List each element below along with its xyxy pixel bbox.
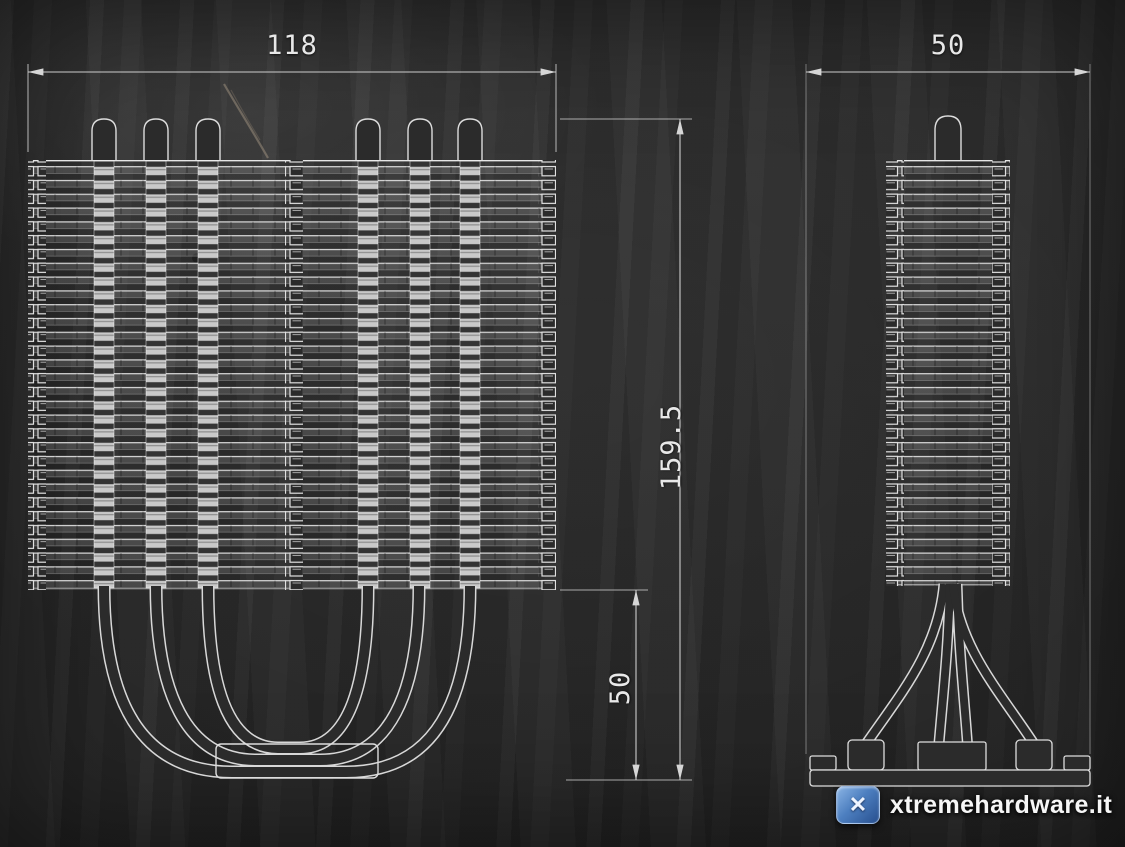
side-fin-edge-right	[992, 160, 1010, 586]
front-heatpipes-fill	[99, 585, 475, 777]
watermark-site-text: xtremehardware.it	[890, 790, 1113, 819]
front-fin-edge-left	[28, 160, 46, 590]
front-view	[28, 118, 556, 779]
side-fin-edge-left	[886, 160, 904, 586]
front-base-block	[215, 743, 379, 779]
watermark: ✕ xtremehardware.it	[836, 786, 1112, 824]
dimension-label-base-height: 50	[605, 670, 636, 706]
front-heatpipe-caps	[91, 118, 483, 161]
dimension-label-overall-height: 159.5	[656, 403, 687, 491]
side-view	[809, 115, 1091, 787]
side-mounting-bracket	[809, 739, 1091, 787]
dimension-label-side-depth: 50	[930, 30, 966, 61]
front-heatpipe-columns	[93, 160, 481, 589]
front-fin-edge-right	[538, 160, 556, 590]
front-fin-edge-middle	[285, 160, 303, 590]
side-fin-stack	[886, 160, 1010, 586]
dimension-label-front-width: 118	[266, 30, 318, 61]
xtremehardware-logo-icon: ✕	[836, 786, 880, 824]
dimension-lines	[27, 64, 1091, 781]
side-heatpipe-cap	[934, 115, 962, 161]
